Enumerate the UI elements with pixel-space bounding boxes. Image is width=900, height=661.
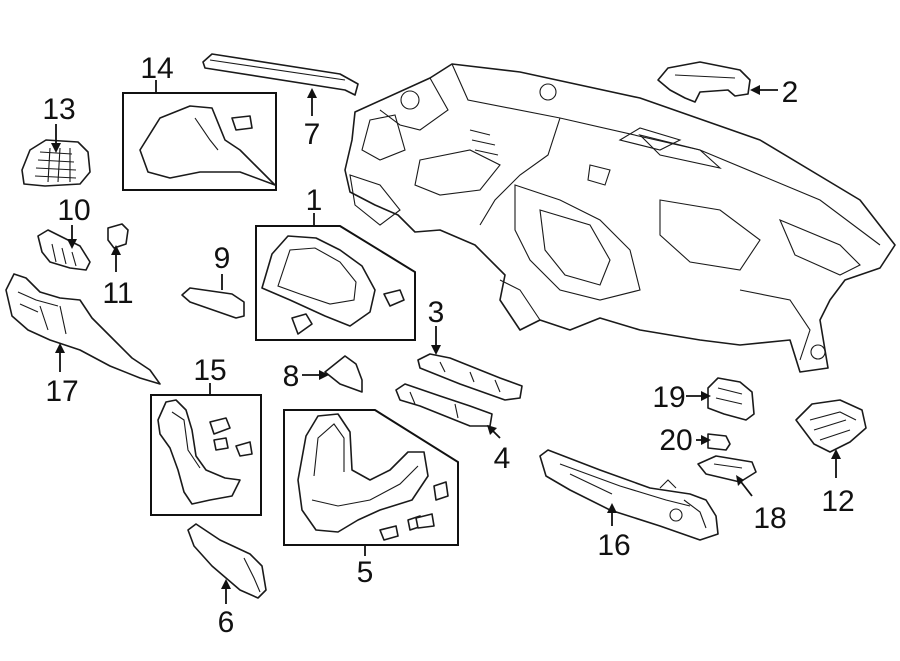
callout-box-1: [255, 225, 416, 341]
callout-box-5: [283, 409, 459, 546]
callout-16: 16: [597, 529, 630, 562]
part-17-lower-side-trim: [5, 273, 161, 385]
part-18-tray: [697, 455, 757, 483]
part-15-knee-bracket: [157, 399, 253, 505]
part-19-switch-module: [707, 377, 755, 421]
part-7-upper-trim-strip: [202, 53, 359, 96]
part-12-vent: [795, 399, 867, 453]
leader-lines: [51, 80, 841, 604]
callout-4: 4: [494, 442, 511, 475]
part-14-side-panel: [139, 105, 276, 186]
part-20-plug: [707, 433, 731, 451]
callout-19: 19: [652, 381, 685, 414]
callout-18: 18: [753, 502, 786, 535]
callout-15: 15: [193, 354, 226, 387]
instrument-panel-assembly: [344, 63, 896, 373]
part-6-lower-panel: [187, 523, 267, 599]
part-3-center-trim-bracket: [417, 353, 523, 401]
callout-12: 12: [821, 485, 854, 518]
callout-box-15: [150, 394, 262, 516]
callout-14: 14: [140, 52, 173, 85]
part-16-center-console: [539, 449, 719, 541]
callout-5: 5: [357, 556, 374, 589]
callout-17: 17: [45, 375, 78, 408]
callout-1: 1: [306, 184, 323, 217]
callout-2: 2: [782, 76, 799, 109]
callout-3: 3: [428, 296, 445, 329]
part-8-corner-cap: [324, 355, 363, 393]
callout-7: 7: [304, 118, 321, 151]
part-10-switch-panel: [37, 229, 91, 271]
callout-labels: 1 2 3 4 5 6 7 8 9 10 11 12 13 14 15 16 1…: [42, 52, 854, 639]
callout-6: 6: [218, 606, 235, 639]
callout-box-14: [122, 92, 277, 191]
callout-8: 8: [283, 360, 300, 393]
part-11-clip: [107, 223, 129, 249]
callout-9: 9: [214, 242, 231, 275]
callout-10: 10: [57, 194, 90, 227]
part-1-cluster-bezel: [261, 235, 405, 335]
part-5-glove-box-assembly: [297, 413, 449, 541]
part-4-lower-center-trim: [395, 383, 493, 427]
part-2-dash-top-cover: [657, 61, 751, 103]
callout-13: 13: [42, 93, 75, 126]
callout-11: 11: [102, 277, 133, 310]
callout-20: 20: [659, 424, 692, 457]
part-9-trim-piece: [181, 287, 245, 319]
